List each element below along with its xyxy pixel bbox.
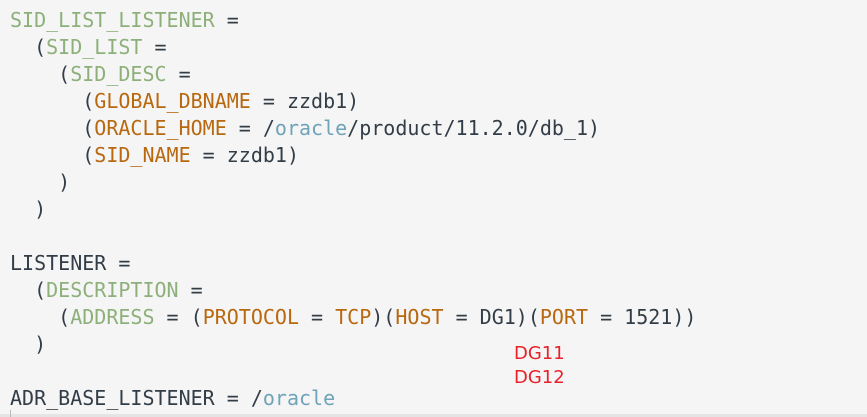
code-token: oracle bbox=[262, 386, 336, 410]
code-token: ORACLE_HOME bbox=[94, 116, 227, 140]
code-token: )( bbox=[371, 305, 396, 329]
editor-bottom-border bbox=[0, 414, 867, 417]
code-token: ( bbox=[10, 143, 95, 167]
host-annotation-dg11: DG11 bbox=[514, 343, 565, 364]
code-line: ) bbox=[10, 331, 46, 358]
code-token: ( bbox=[10, 278, 47, 302]
code-token: /product/11.2.0/db_1) bbox=[347, 116, 601, 140]
code-token: = zzdb1) bbox=[190, 143, 299, 167]
code-token: ) bbox=[10, 197, 47, 221]
code-line: (DESCRIPTION = bbox=[10, 277, 203, 304]
code-line: (GLOBAL_DBNAME = zzdb1) bbox=[10, 88, 359, 115]
code-token: DESCRIPTION bbox=[46, 278, 179, 302]
code-token: = zzdb1) bbox=[250, 89, 360, 113]
code-token: = bbox=[214, 8, 239, 32]
code-token: LISTENER = bbox=[10, 251, 131, 275]
code-token: ( bbox=[10, 62, 71, 86]
code-line: (SID_DESC = bbox=[10, 61, 191, 88]
code-token: SID_LIST bbox=[46, 35, 143, 59]
code-token: SID_DESC bbox=[70, 62, 167, 86]
code-token: ) bbox=[10, 332, 47, 356]
code-token: = 1521)) bbox=[588, 305, 697, 329]
code-token: = bbox=[178, 278, 203, 302]
code-line: LISTENER = bbox=[10, 250, 130, 277]
code-token: TCP bbox=[335, 305, 372, 329]
editor-bottom-tick bbox=[10, 410, 11, 417]
code-line: ADR_BASE_LISTENER = /oracle bbox=[10, 385, 335, 412]
code-token: SID_LIST_LISTENER bbox=[10, 8, 215, 32]
code-line: (ADDRESS = (PROTOCOL = TCP)(HOST = DG1)(… bbox=[10, 304, 696, 331]
code-line: (SID_NAME = zzdb1) bbox=[10, 142, 299, 169]
code-token: HOST bbox=[395, 305, 444, 329]
host-annotation-dg12: DG12 bbox=[514, 367, 565, 388]
code-token: = ( bbox=[154, 305, 203, 329]
code-token: GLOBAL_DBNAME bbox=[94, 89, 251, 113]
code-line: ) bbox=[10, 169, 70, 196]
code-token: ADR_BASE_LISTENER = / bbox=[10, 386, 263, 410]
code-line: ) bbox=[10, 196, 46, 223]
code-token: SID_NAME bbox=[94, 143, 191, 167]
code-token: = bbox=[166, 62, 191, 86]
code-token: oracle bbox=[274, 116, 348, 140]
code-line: (SID_LIST = bbox=[10, 34, 167, 61]
code-token: = bbox=[142, 35, 167, 59]
code-token: ( bbox=[10, 305, 71, 329]
code-token: ADDRESS bbox=[70, 305, 155, 329]
code-token: ( bbox=[10, 116, 95, 140]
code-token: ) bbox=[10, 170, 71, 194]
code-line: (ORACLE_HOME = /oracle/product/11.2.0/db… bbox=[10, 115, 600, 142]
code-token: PROTOCOL bbox=[202, 305, 300, 329]
code-line: SID_LIST_LISTENER = bbox=[10, 7, 239, 34]
code-token: ( bbox=[10, 89, 95, 113]
code-token: = / bbox=[226, 116, 275, 140]
code-token: PORT bbox=[539, 305, 589, 329]
code-token: = bbox=[299, 305, 336, 329]
code-token: = DG1)( bbox=[443, 305, 540, 329]
code-token: ( bbox=[10, 35, 47, 59]
